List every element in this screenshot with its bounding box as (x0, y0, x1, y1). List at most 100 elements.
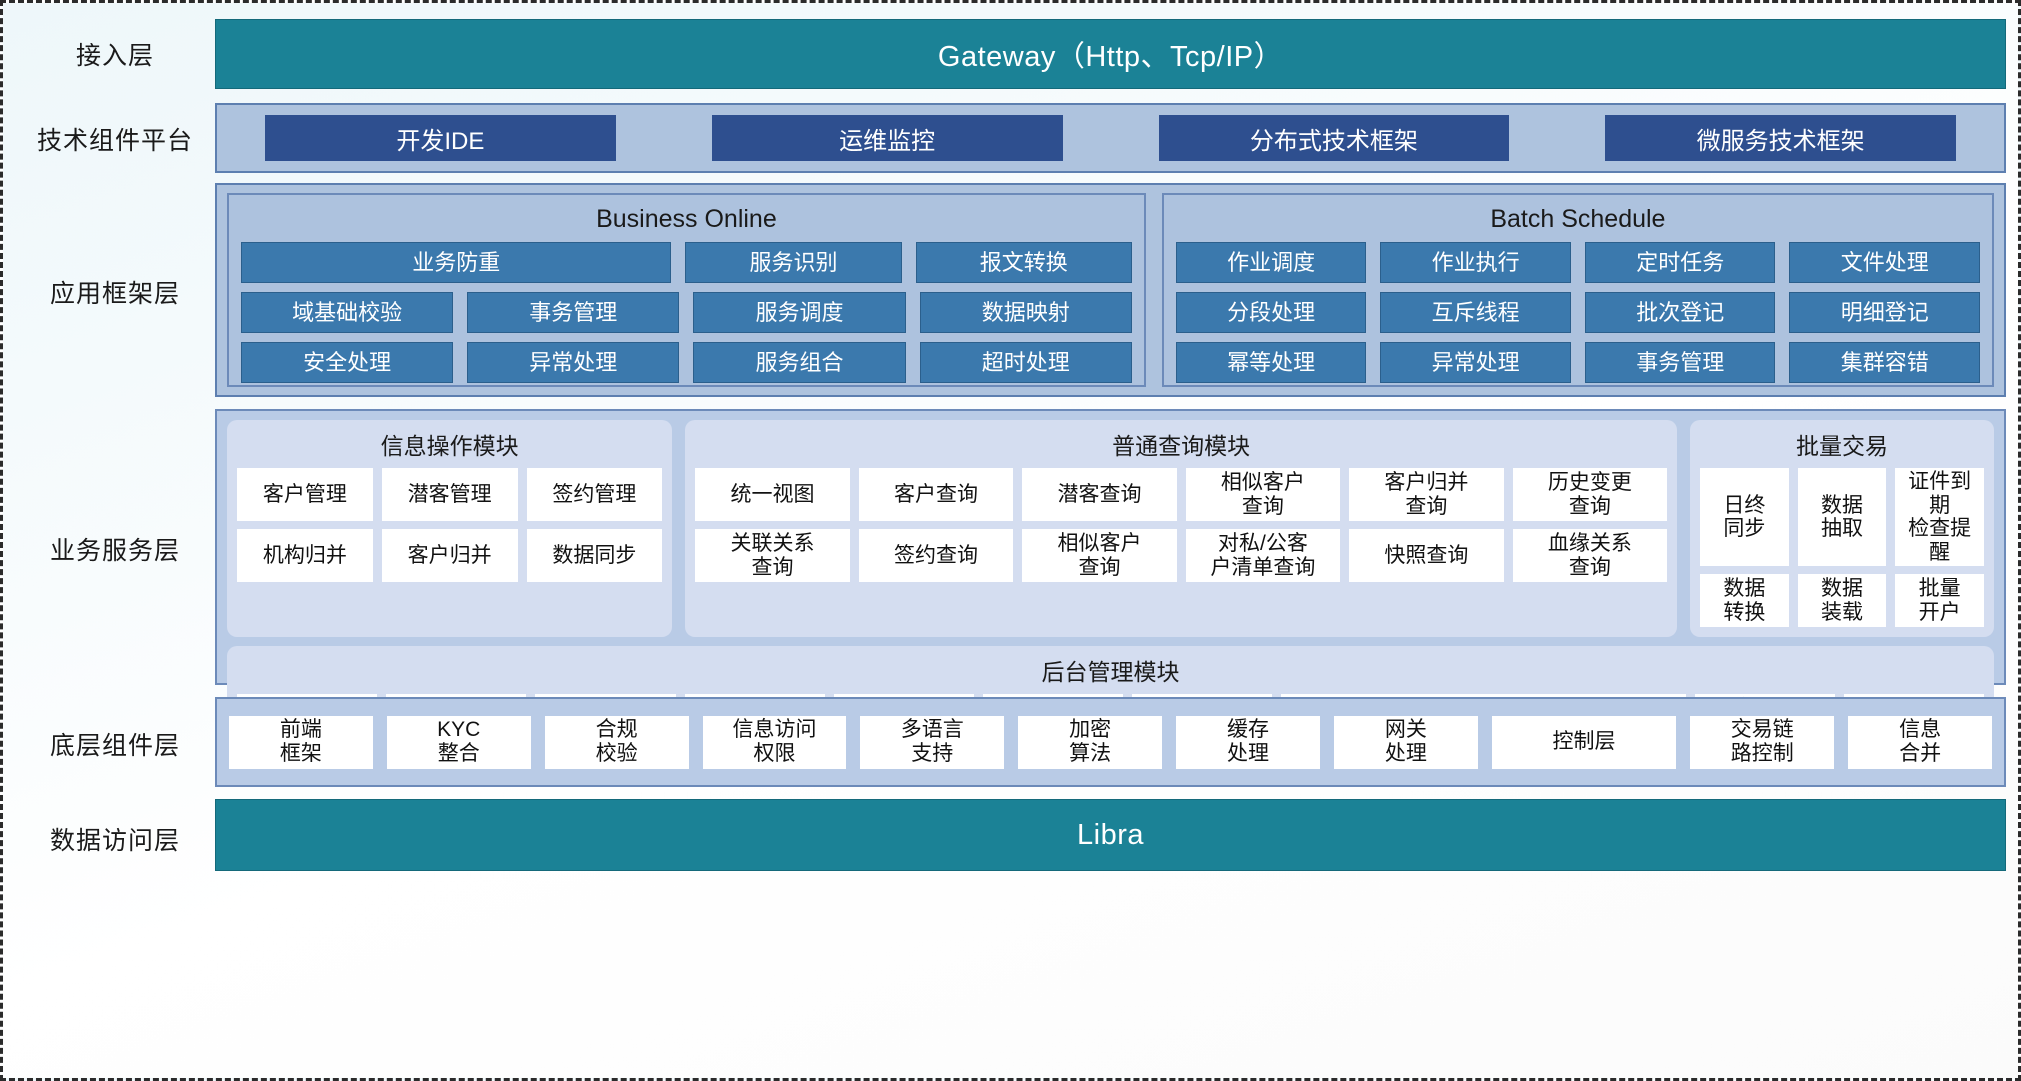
cell-control-layer[interactable]: 控制层 (1491, 715, 1677, 769)
libra-bar: Libra (215, 799, 2006, 871)
cell-multilanguage-support[interactable]: 多语言支持 (860, 715, 1005, 769)
layer-label-tech-platform: 技术组件平台 (36, 127, 193, 155)
cell-contract-mgmt[interactable]: 签约管理 (526, 468, 663, 521)
framework-group-batch-schedule: Batch Schedule 作业调度 作业执行 定时任务 文件处理 分段处理 … (1161, 193, 1994, 387)
fw-bs-timed-task[interactable]: 定时任务 (1584, 242, 1776, 283)
framework-group-title: Batch Schedule (1490, 205, 1666, 233)
cell-frontend-framework[interactable]: 前端框架 (229, 715, 373, 769)
cell-customer-merge[interactable]: 客户归并 (381, 529, 518, 582)
cell-retail-corporate-list-query[interactable]: 对私/公客户清单查询 (1185, 529, 1341, 582)
fw-bo-transaction-mgmt[interactable]: 事务管理 (467, 292, 680, 333)
cell-unified-view[interactable]: 统一视图 (695, 468, 850, 521)
framework-group-title: Business Online (596, 205, 777, 233)
cell-org-merge[interactable]: 机构归并 (237, 529, 373, 582)
cell-encryption-algorithm[interactable]: 加密算法 (1018, 715, 1163, 769)
fw-bo-service-compose[interactable]: 服务组合 (693, 342, 906, 383)
cell-compliance-check[interactable]: 合规校验 (544, 715, 689, 769)
fw-bs-segment-process[interactable]: 分段处理 (1175, 292, 1367, 333)
layer-app-framework: 应用框架层 Business Online 业务防重 服务识别 报文转换 (15, 183, 2006, 401)
module-row: 关联关系查询 签约查询 相似客户查询 对私/公客户清单查询 快照查询 血缘关系查… (695, 529, 1668, 582)
cell-kinship-query[interactable]: 血缘关系查询 (1512, 529, 1668, 582)
cell-prospect-mgmt[interactable]: 潜客管理 (381, 468, 518, 521)
module-row: 数据转换 数据装载 批量开户 (1700, 574, 1984, 628)
layer-tech-platform: 技术组件平台 开发IDE 运维监控 分布式技术框架 微服务技术框架 (15, 103, 2006, 175)
module-row: 日终同步 数据抽取 证件到期检查提醒 (1700, 468, 1984, 567)
fw-bs-job-schedule[interactable]: 作业调度 (1175, 242, 1367, 283)
layer-label-data-access: 数据访问层 (49, 827, 180, 855)
tech-platform-chip-row: 开发IDE 运维监控 分布式技术框架 微服务技术框架 (217, 111, 2004, 165)
cell-gateway-processing[interactable]: 网关处理 (1333, 715, 1478, 769)
tech-chip-ops-monitor[interactable]: 运维监控 (711, 115, 1063, 161)
fw-bs-file-process[interactable]: 文件处理 (1789, 242, 1981, 283)
fw-bs-transaction-mgmt[interactable]: 事务管理 (1584, 342, 1776, 383)
cell-customer-query[interactable]: 客户查询 (858, 468, 1014, 521)
cell-snapshot-query[interactable]: 快照查询 (1349, 529, 1504, 582)
fw-bo-exception[interactable]: 异常处理 (467, 342, 680, 383)
fw-bs-job-execute[interactable]: 作业执行 (1380, 242, 1571, 283)
fw-bs-exception[interactable]: 异常处理 (1380, 342, 1571, 383)
framework-row: 业务防重 服务识别 报文转换 (241, 242, 1132, 283)
cell-relation-query[interactable]: 关联关系查询 (695, 529, 850, 582)
module-info-operation: 信息操作模块 客户管理 潜客管理 签约管理 机构归并 客户归并 数据同步 (227, 420, 673, 638)
cell-transaction-link-control[interactable]: 交易链路控制 (1690, 715, 1835, 769)
cell-similar-customer-query-2[interactable]: 相似客户查询 (1022, 529, 1177, 582)
fw-bs-idempotent[interactable]: 幂等处理 (1175, 342, 1367, 383)
tech-chip-distributed-framework[interactable]: 分布式技术框架 (1158, 115, 1510, 161)
fw-bo-domain-validate[interactable]: 域基础校验 (241, 292, 454, 333)
cell-customer-merge-query[interactable]: 客户归并查询 (1349, 468, 1504, 521)
module-row: 统一视图 客户查询 潜客查询 相似客户查询 客户归并查询 历史变更查询 (695, 468, 1668, 521)
business-service-panel: 信息操作模块 客户管理 潜客管理 签约管理 机构归并 客户归并 数据同步 (215, 409, 2006, 758)
fw-bs-cluster-fault-tolerance[interactable]: 集群容错 (1789, 342, 1981, 383)
layer-data-access: 数据访问层 Libra (15, 799, 2006, 879)
module-title: 普通查询模块 (1112, 433, 1251, 459)
tech-chip-ide[interactable]: 开发IDE (265, 115, 616, 161)
module-general-query: 普通查询模块 统一视图 客户查询 潜客查询 相似客户查询 客户归并查询 历史变更… (685, 420, 1678, 638)
cell-customer-mgmt[interactable]: 客户管理 (237, 468, 373, 521)
cell-data-sync[interactable]: 数据同步 (526, 529, 663, 582)
fw-bs-batch-register[interactable]: 批次登记 (1584, 292, 1776, 333)
fw-bo-security[interactable]: 安全处理 (241, 342, 454, 383)
fw-bo-timeout[interactable]: 超时处理 (919, 342, 1132, 383)
business-service-module-row: 信息操作模块 客户管理 潜客管理 签约管理 机构归并 客户归并 数据同步 (227, 420, 1994, 638)
app-framework-panel: Business Online 业务防重 服务识别 报文转换 域基础校验 事务管… (215, 183, 2006, 397)
tech-chip-microservice-framework[interactable]: 微服务技术框架 (1605, 115, 1956, 161)
cell-info-merge[interactable]: 信息合并 (1848, 715, 1993, 769)
cell-similar-customer-query[interactable]: 相似客户查询 (1185, 468, 1341, 521)
framework-row: 幂等处理 异常处理 事务管理 集群容错 (1175, 342, 1981, 383)
fw-bs-mutex-thread[interactable]: 互斥线程 (1380, 292, 1571, 333)
fw-bo-message-convert[interactable]: 报文转换 (915, 242, 1132, 283)
layer-label-app-framework: 应用框架层 (49, 280, 180, 308)
fw-bs-detail-register[interactable]: 明细登记 (1789, 292, 1981, 333)
cell-prospect-query[interactable]: 潜客查询 (1022, 468, 1177, 521)
module-row: 机构归并 客户归并 数据同步 (237, 529, 663, 582)
framework-row: 域基础校验 事务管理 服务调度 数据映射 (241, 292, 1132, 333)
layer-access: 接入层 Gateway（Http、Tcp/IP） (15, 13, 2006, 95)
framework-group-business-online: Business Online 业务防重 服务识别 报文转换 域基础校验 事务管… (227, 193, 1146, 387)
cell-info-access-permission[interactable]: 信息访问权限 (702, 715, 847, 769)
fw-bo-data-mapping[interactable]: 数据映射 (919, 292, 1132, 333)
cell-data-transform[interactable]: 数据转换 (1700, 574, 1789, 628)
cell-data-load[interactable]: 数据装载 (1797, 574, 1887, 628)
cell-data-extract[interactable]: 数据抽取 (1797, 468, 1887, 567)
tech-platform-panel: 开发IDE 运维监控 分布式技术框架 微服务技术框架 (215, 103, 2006, 173)
cell-cache-processing[interactable]: 缓存处理 (1176, 715, 1320, 769)
module-title: 信息操作模块 (380, 433, 519, 459)
layer-business-service: 业务服务层 信息操作模块 客户管理 潜客管理 签约管理 (15, 409, 2006, 758)
cell-history-change-query[interactable]: 历史变更查询 (1512, 468, 1668, 521)
fw-bo-service-identify[interactable]: 服务识别 (685, 242, 902, 283)
cell-batch-account-open[interactable]: 批量开户 (1895, 574, 1984, 628)
fw-bo-service-dispatch[interactable]: 服务调度 (693, 292, 906, 333)
fw-bo-anti-duplicate[interactable]: 业务防重 (241, 242, 672, 283)
module-title: 批量交易 (1796, 433, 1889, 459)
layer-label-bottom-components: 底层组件层 (49, 732, 180, 760)
layer-label-access: 接入层 (75, 42, 154, 70)
cell-certificate-expiry-reminder[interactable]: 证件到期检查提醒 (1895, 468, 1984, 567)
module-row: 客户管理 潜客管理 签约管理 (237, 468, 663, 521)
cell-contract-query[interactable]: 签约查询 (858, 529, 1014, 582)
cell-eod-sync[interactable]: 日终同步 (1700, 468, 1789, 567)
layer-label-business-service: 业务服务层 (49, 537, 180, 565)
